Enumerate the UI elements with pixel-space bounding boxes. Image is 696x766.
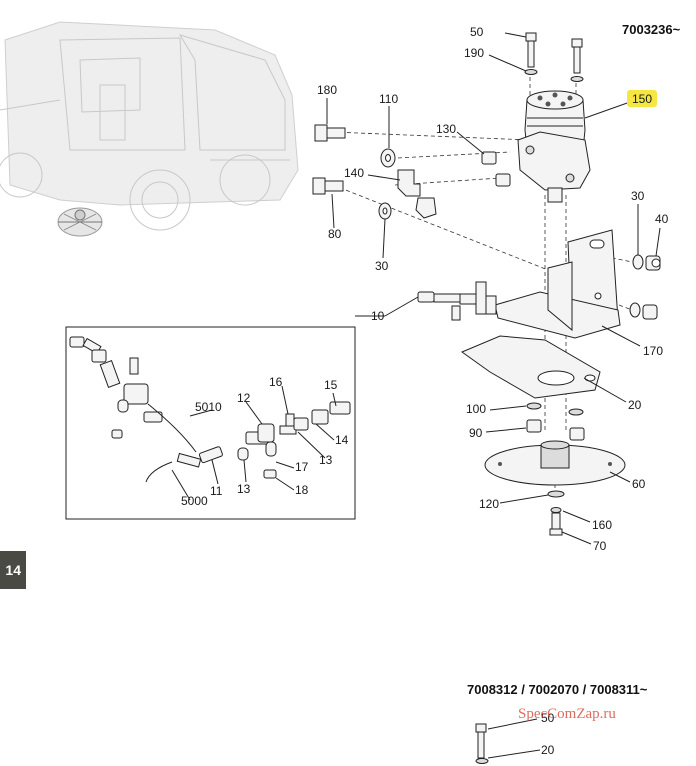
- washer-160: [550, 507, 562, 513]
- elbow-fitting-140: [397, 169, 437, 219]
- inset-callout-labels: 16 15 12 5010 14 13 13 11 17 18 5000: [181, 375, 349, 508]
- washer-190-right: [570, 76, 584, 82]
- callout-30-left: 30: [375, 259, 389, 273]
- serial-range-bottom: 7008312 / 7002070 / 7008311~: [467, 682, 648, 697]
- callout-150: 150: [632, 92, 652, 106]
- washer-100: [526, 402, 542, 410]
- inset-callout-13-right: 13: [319, 453, 333, 467]
- inset-callout-5010: 5010: [195, 400, 222, 414]
- bolt-50-right: [571, 38, 583, 74]
- highlight-150: [627, 90, 657, 107]
- bolt-70: [549, 512, 563, 536]
- washer-30-right: [632, 254, 644, 270]
- callout-40: 40: [655, 212, 669, 226]
- callout-60: 60: [632, 477, 646, 491]
- callout-labels: 50 190 150 180 110 130 140 80 30 30 40 1…: [317, 25, 669, 553]
- nut-90-right: [569, 427, 585, 441]
- fitting-130: [481, 151, 511, 187]
- callout-120: 120: [479, 497, 499, 511]
- washer-30-right-lower: [629, 302, 641, 318]
- inset-detail-box: [65, 326, 356, 520]
- callout-30-right: 30: [631, 189, 645, 203]
- mounting-bracket-170: [494, 229, 621, 339]
- callout-190: 190: [464, 46, 484, 60]
- inset-callout-13-left: 13: [237, 482, 251, 496]
- callout-50: 50: [470, 25, 484, 39]
- hydraulic-motor-150: [517, 90, 591, 203]
- washer-30-left: [378, 202, 392, 220]
- inset-callout-18: 18: [295, 483, 309, 497]
- plate-20: [460, 335, 601, 399]
- bottom-callout-20: 20: [541, 743, 555, 757]
- nut-40-lower: [642, 304, 658, 320]
- page-number-tab: 14: [0, 551, 26, 589]
- inset-callout-17: 17: [295, 460, 309, 474]
- brush-disc-60: [484, 440, 626, 486]
- washer-120: [547, 490, 565, 498]
- inset-callout-12: 12: [237, 391, 251, 405]
- callout-90: 90: [469, 426, 483, 440]
- washer-190: [524, 69, 538, 75]
- callout-130: 130: [436, 122, 456, 136]
- callout-110: 110: [379, 92, 398, 106]
- page-number: 14: [5, 562, 21, 578]
- bottom-partial-section: 50 20: [475, 711, 555, 764]
- bolt-180: [314, 124, 346, 142]
- washer-100-right: [568, 408, 584, 416]
- callout-10: 10: [371, 309, 385, 323]
- callout-140: 140: [344, 166, 364, 180]
- callout-70: 70: [593, 539, 607, 553]
- bolt-50: [525, 32, 537, 68]
- inset-callout-15: 15: [324, 378, 338, 392]
- hydraulic-fitting-assembly-10: [417, 281, 497, 321]
- serial-range-top: 7003236~: [622, 22, 681, 37]
- callout-leader-lines: [171, 32, 661, 545]
- callout-20: 20: [628, 398, 642, 412]
- inset-callout-14: 14: [335, 433, 349, 447]
- bolt-80: [312, 177, 344, 195]
- vehicle-ghost-illustration: [0, 21, 299, 237]
- bottom-callout-50: 50: [541, 711, 555, 725]
- nut-90: [526, 419, 542, 433]
- inset-callout-11: 11: [210, 484, 223, 498]
- watermark: SpecComZap.ru: [518, 706, 616, 722]
- washer-110: [380, 148, 396, 168]
- inset-callout-16: 16: [269, 375, 283, 389]
- inset-callout-5000: 5000: [181, 494, 208, 508]
- nut-40: [645, 255, 661, 271]
- callout-180: 180: [317, 83, 337, 97]
- callout-170: 170: [643, 344, 663, 358]
- callout-100: 100: [466, 402, 486, 416]
- callout-160: 160: [592, 518, 612, 532]
- callout-80: 80: [328, 227, 342, 241]
